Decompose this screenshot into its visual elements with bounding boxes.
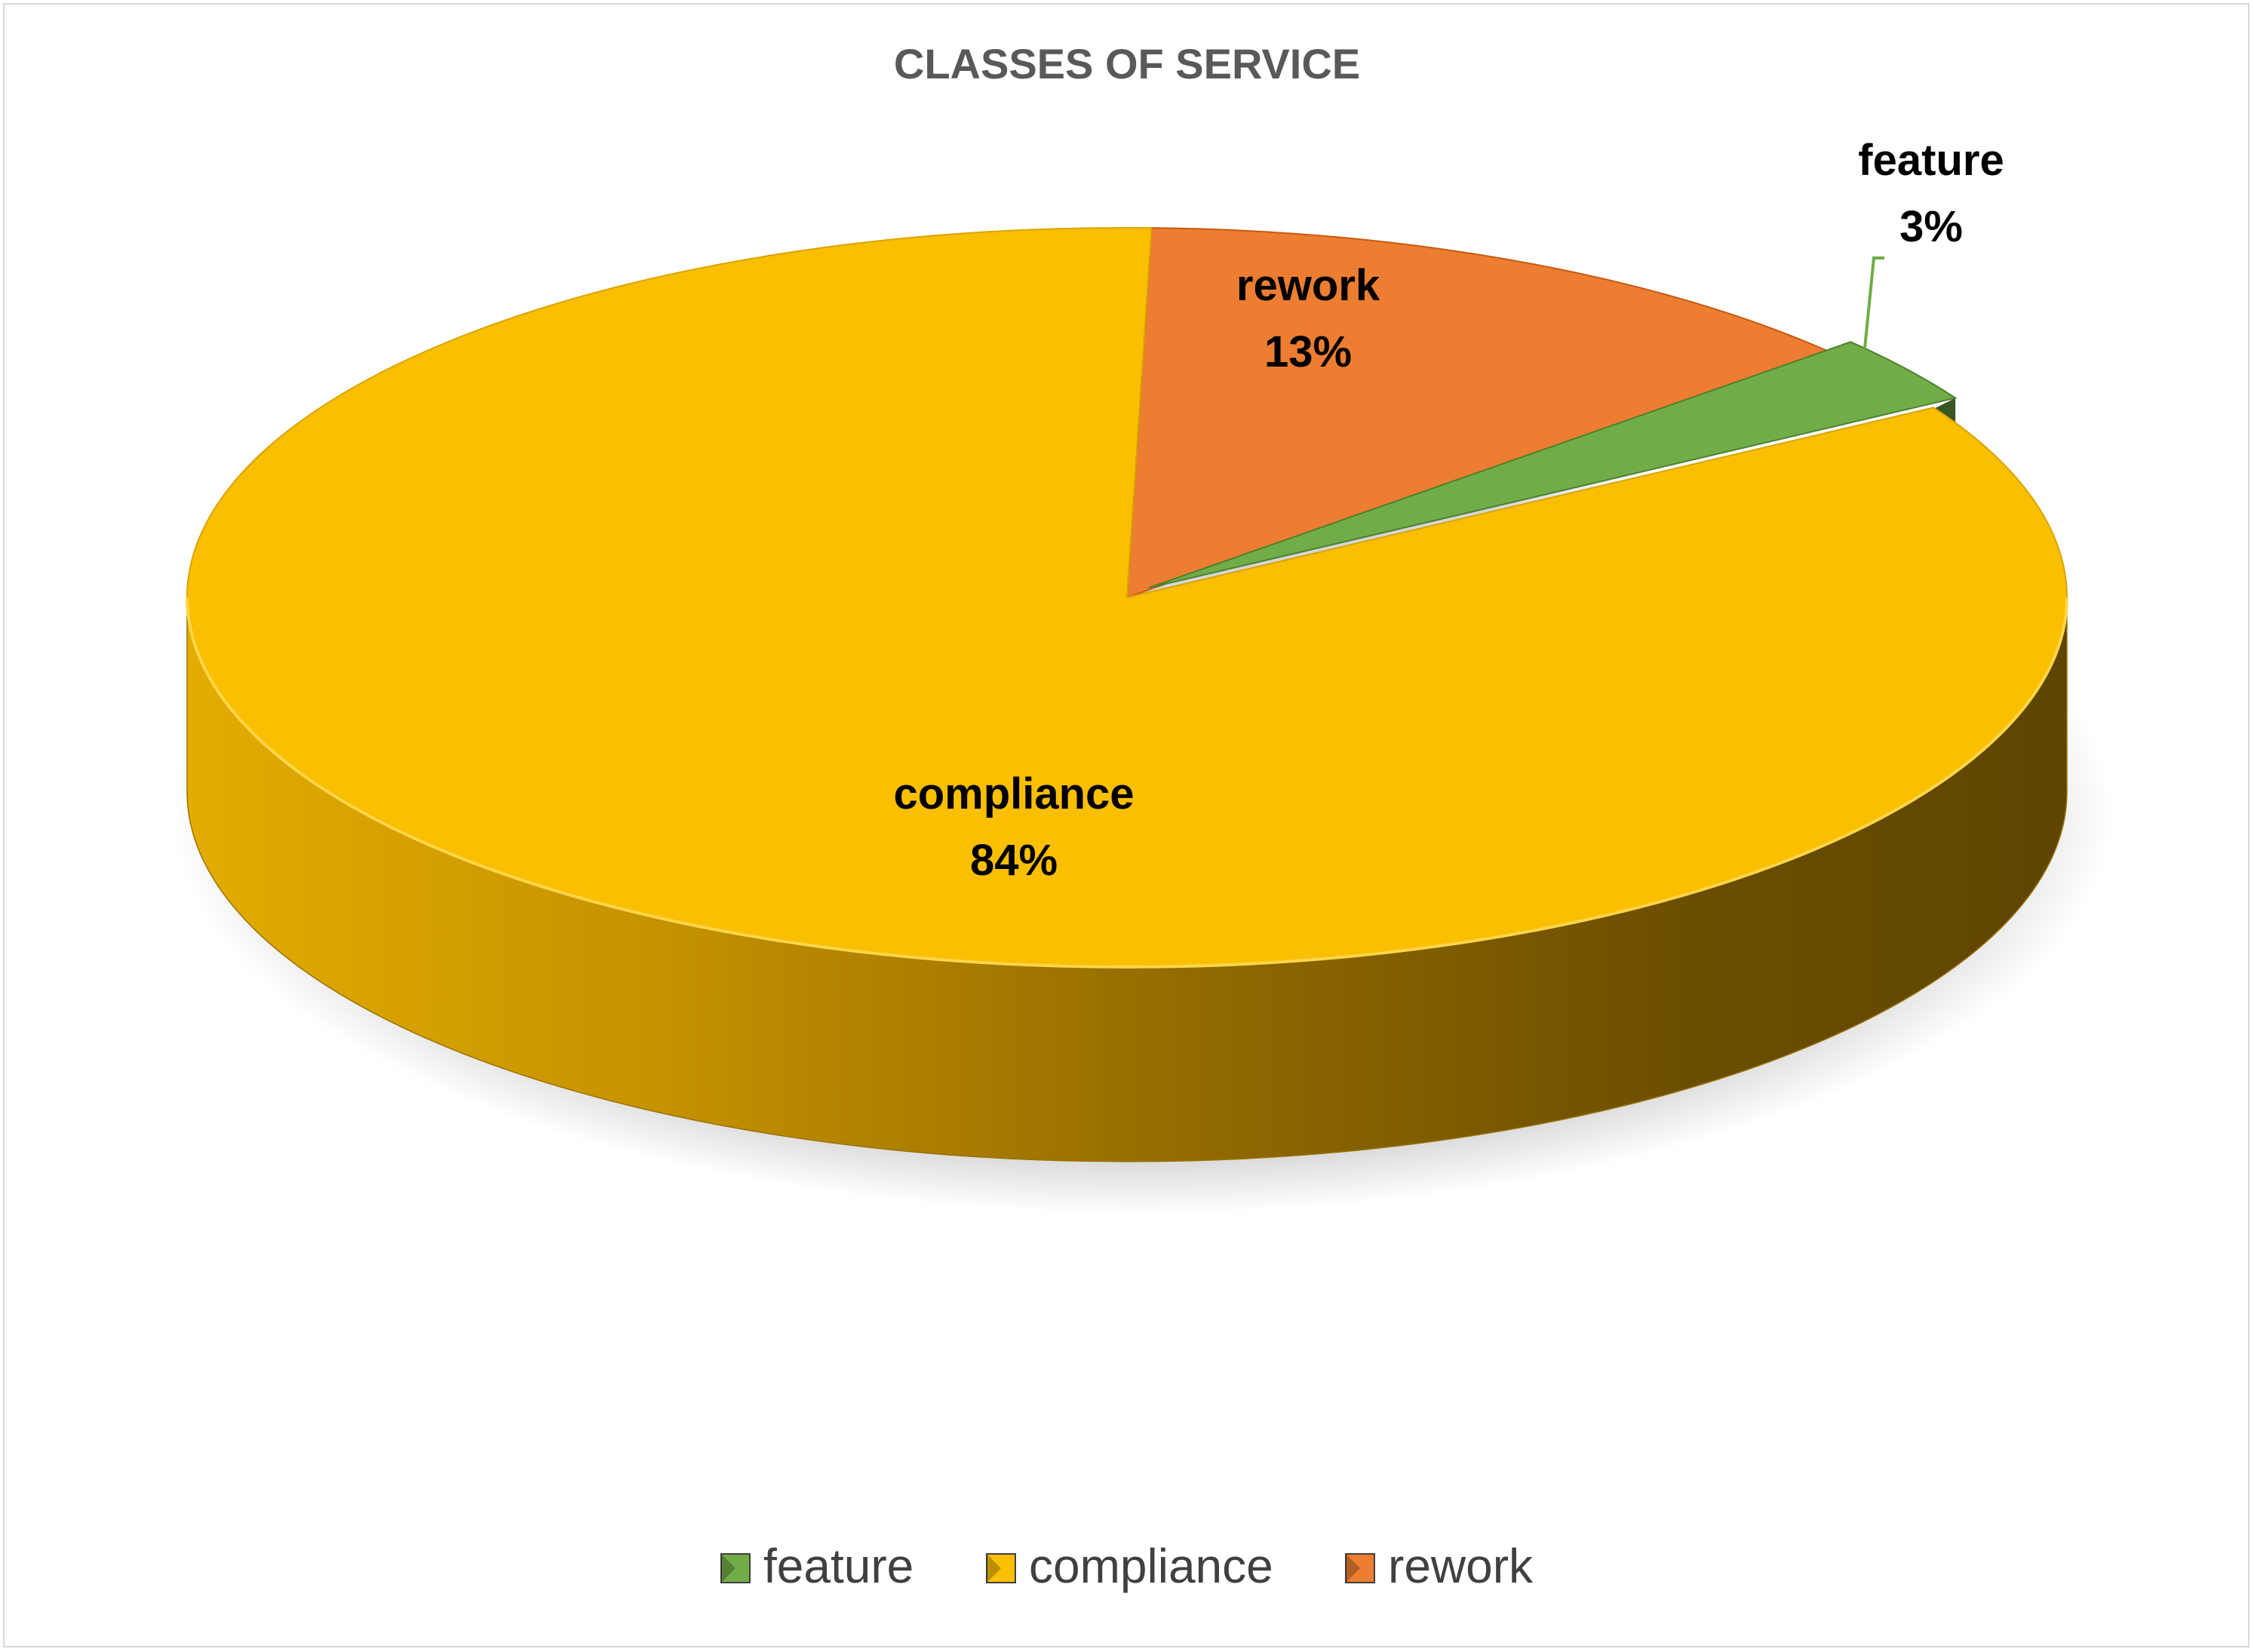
legend-swatch-rework [1345, 1553, 1375, 1583]
feature-leader-line [1863, 256, 1884, 349]
data-label-compliance-name: compliance [893, 769, 1134, 818]
legend-swatch-shade-feature [721, 1554, 735, 1583]
legend-item-compliance[interactable]: compliance [986, 1539, 1273, 1593]
legend-swatch-feature [720, 1553, 751, 1583]
pie-plot-area: feature 3% compliance 84% rework 13% [172, 136, 2112, 1214]
data-label-feature-name: feature [1858, 136, 2004, 185]
legend-item-rework[interactable]: rework [1345, 1539, 1534, 1593]
pie-slice-feature[interactable] [1148, 341, 1958, 589]
legend-label-feature: feature [763, 1539, 914, 1593]
legend-swatch-compliance [986, 1553, 1016, 1583]
legend-label-compliance: compliance [1029, 1539, 1273, 1593]
legend-item-feature[interactable]: feature [720, 1539, 914, 1593]
legend-swatch-shade-compliance [987, 1554, 1001, 1583]
data-label-feature-value: 3% [1899, 202, 1963, 251]
chart-title: CLASSES OF SERVICE [894, 40, 1360, 88]
legend: feature compliance rework [720, 1539, 1534, 1593]
data-label-rework-name: rework [1236, 261, 1380, 310]
legend-label-rework: rework [1388, 1539, 1534, 1593]
pie-slice-rework[interactable] [1125, 227, 1832, 599]
data-label-compliance-value: 84% [970, 836, 1058, 885]
legend-swatch-shade-rework [1346, 1554, 1360, 1583]
pie-rim-highlight [186, 597, 2068, 969]
data-label-rework-value: 13% [1264, 327, 1352, 376]
